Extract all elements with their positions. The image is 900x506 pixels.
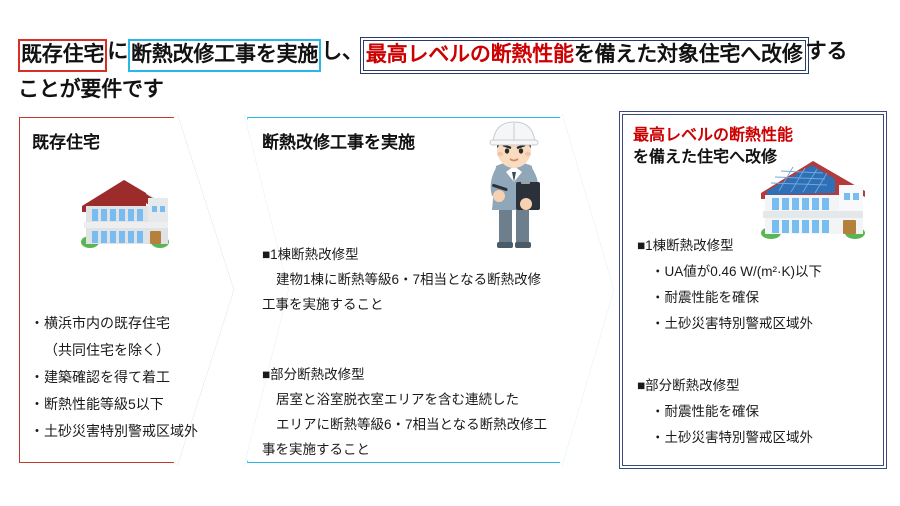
panel3-block-a-line-2: ・土砂災害特別警戒区域外 bbox=[651, 316, 813, 331]
headline-box-insulation-work: 断熱改修工事を実施 bbox=[128, 39, 322, 72]
headline-seg-6: を備えた対象住宅へ改修 bbox=[573, 43, 803, 66]
panel2-block-partial: ■部分断熱改修型 居室と浴室脱衣室エリアを含む連続した エリアに断熱等級6・7相… bbox=[262, 362, 592, 462]
panel-existing-housing: 既存住宅 bbox=[16, 114, 234, 466]
panel2-block-a-heading: ■1棟断熱改修型 bbox=[262, 247, 359, 262]
panel2-block-a-line-0: 建物1棟に断熱等級6・7相当となる断熱改修 bbox=[276, 272, 542, 287]
panel2-block-b-heading: ■部分断熱改修型 bbox=[262, 367, 365, 382]
panel2-block-b-line-2: 事を実施すること bbox=[262, 442, 370, 457]
panel2-block-b-line-0: 居室と浴室脱衣室エリアを含む連続した bbox=[276, 392, 519, 407]
panel3-block-b-line-1: ・土砂災害特別警戒区域外 bbox=[651, 430, 813, 445]
headline-seg-7: する bbox=[805, 40, 848, 63]
panel1-body: 既存住宅 bbox=[16, 114, 234, 466]
panel3-block-a-line-1: ・耐震性能を確保 bbox=[651, 290, 759, 305]
panel3-block-whole-building: ■1棟断熱改修型 ・UA値が0.46 W/(m²·K)以下 ・耐震性能を確保 ・… bbox=[637, 233, 881, 337]
panel1-title: 既存住宅 bbox=[32, 133, 100, 152]
house-icon bbox=[81, 180, 169, 248]
headline-seg-3: 断熱改修工事を実施 bbox=[131, 43, 319, 66]
headline-seg-5: 最高レベルの断熱性能 bbox=[365, 43, 574, 66]
panel3-block-a-line-0: ・UA値が0.46 W/(m²·K)以下 bbox=[651, 264, 823, 279]
panel3-body: 最高レベルの断熱性能 を備えた住宅へ改修 bbox=[623, 115, 883, 465]
panel2-title: 断熱改修工事を実施 bbox=[262, 133, 415, 152]
panel3-block-b-line-0: ・耐震性能を確保 bbox=[651, 404, 759, 419]
headline-box-top-level-performance: 最高レベルの断熱性能を備えた対象住宅へ改修 bbox=[359, 37, 809, 74]
panel1-requirement-list: ・横浜市内の既存住宅 （共同住宅を除く） ・建築確認を得て着工 ・断熱性能等級5… bbox=[30, 310, 220, 445]
panel2-body: 断熱改修工事を実施 bbox=[244, 114, 614, 466]
solar-house-icon bbox=[761, 161, 865, 239]
panel3-block-b-heading: ■部分断熱改修型 bbox=[637, 378, 740, 393]
headline-seg-2: に bbox=[107, 40, 129, 63]
panel2-block-a-line-1: 工事を実施すること bbox=[262, 297, 384, 312]
panel3-block-partial: ■部分断熱改修型 ・耐震性能を確保 ・土砂災害特別警戒区域外 bbox=[637, 373, 881, 451]
panel-top-level-performance: 最高レベルの断熱性能 を備えた住宅へ改修 bbox=[619, 111, 887, 469]
panel-insulation-work: 断熱改修工事を実施 bbox=[244, 114, 614, 466]
headline: 既存住宅に断熱改修工事を実施し、最高レベルの断熱性能を備えた対象住宅へ改修する … bbox=[18, 36, 888, 105]
panel2-block-b-line-1: エリアに断熱等級6・7相当となる断熱改修工 bbox=[276, 417, 548, 432]
panel1-item-0: ・横浜市内の既存住宅 bbox=[30, 315, 170, 331]
panel1-item-2: ・建築確認を得て着工 bbox=[30, 369, 170, 385]
headline-seg-1: 既存住宅 bbox=[21, 43, 105, 66]
panel1-inner-border bbox=[19, 117, 229, 463]
worker-icon bbox=[489, 121, 540, 248]
panel3-title-red: 最高レベルの断熱性能 bbox=[633, 127, 794, 144]
panel3-title: 最高レベルの断熱性能 を備えた住宅へ改修 bbox=[633, 125, 873, 169]
panel3-title-rest: を備えた住宅へ改修 bbox=[633, 149, 778, 166]
panel2-fill bbox=[244, 114, 614, 466]
headline-seg-4: し、 bbox=[321, 40, 363, 63]
headline-line-2: ことが要件です bbox=[18, 78, 164, 101]
panel1-item-3: ・断熱性能等級5以下 bbox=[30, 396, 164, 412]
headline-box-existing-housing: 既存住宅 bbox=[18, 39, 108, 72]
panel1-item-1: （共同住宅を除く） bbox=[44, 342, 170, 358]
panel3-block-a-heading: ■1棟断熱改修型 bbox=[637, 238, 734, 253]
panel2-block-whole-building: ■1棟断熱改修型 建物1棟に断熱等級6・7相当となる断熱改修 工事を実施すること bbox=[262, 242, 592, 317]
panel1-item-4: ・土砂災害特別警戒区域外 bbox=[30, 423, 198, 439]
